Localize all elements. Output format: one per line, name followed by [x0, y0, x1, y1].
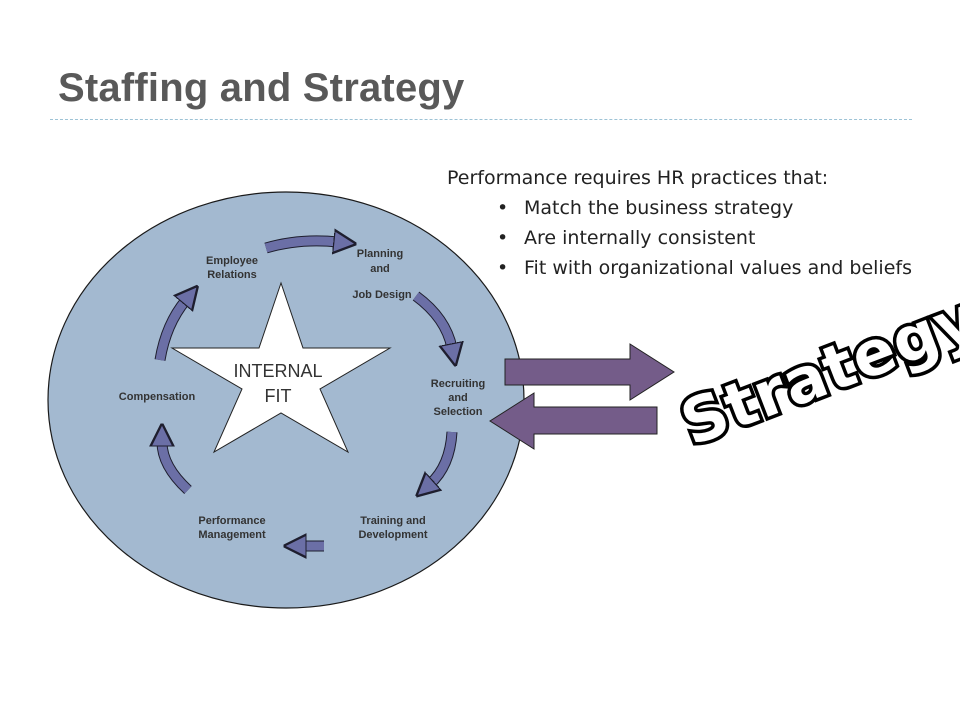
bullet-item: • Fit with organizational values and beli… [497, 253, 912, 283]
bullet-list: • Match the business strategy • Are intern… [447, 193, 912, 283]
bullet-marker: • [497, 227, 509, 249]
strategy-wordart: Strategy [671, 280, 960, 460]
internal-fit-label-line1: INTERNAL [233, 361, 322, 381]
internal-fit-label-line2: FIT [265, 386, 292, 406]
bullet-item: • Match the business strategy [497, 193, 912, 223]
node-label: and [370, 263, 390, 275]
bullet-item-text: Are internally consistent [524, 227, 756, 249]
node-label: Performance [198, 515, 265, 527]
node-label: Selection [434, 406, 483, 418]
node-label: and [448, 392, 468, 404]
arrow-right-block [504, 343, 675, 401]
node-label: Management [198, 529, 266, 541]
bullet-item-text: Match the business strategy [524, 197, 794, 219]
node-performance-management: Performance Management [198, 515, 266, 541]
node-planning-job-design: Planning and Job Design [352, 248, 412, 301]
node-label: Job Design [352, 289, 412, 301]
node-label: Training and [360, 515, 425, 527]
bullet-marker: • [497, 197, 509, 219]
bullet-lead: Performance requires HR practices that: [447, 167, 829, 189]
node-label: Recruiting [431, 378, 485, 390]
title-divider [50, 119, 912, 120]
bullet-item: • Are internally consistent [497, 223, 912, 253]
node-compensation: Compensation [119, 391, 196, 403]
node-label: Employee [206, 255, 258, 267]
cycle-arrows [160, 241, 452, 546]
internal-fit-star [170, 281, 392, 454]
node-label: Development [358, 529, 427, 541]
node-recruiting-selection: Recruiting and Selection [431, 378, 485, 418]
bullet-text-block: Performance requires HR practices that: … [447, 163, 912, 283]
slide-title: Staffing and Strategy [58, 66, 465, 110]
node-label: Compensation [119, 391, 196, 403]
bullet-marker: • [497, 257, 509, 279]
node-training-development: Training and Development [358, 515, 427, 541]
node-label: Relations [207, 269, 257, 281]
node-label: Planning [357, 248, 403, 260]
node-employee-relations: Employee Relations [206, 255, 258, 281]
bullet-item-text: Fit with organizational values and belie… [524, 257, 912, 279]
arrow-left-block [489, 392, 658, 450]
